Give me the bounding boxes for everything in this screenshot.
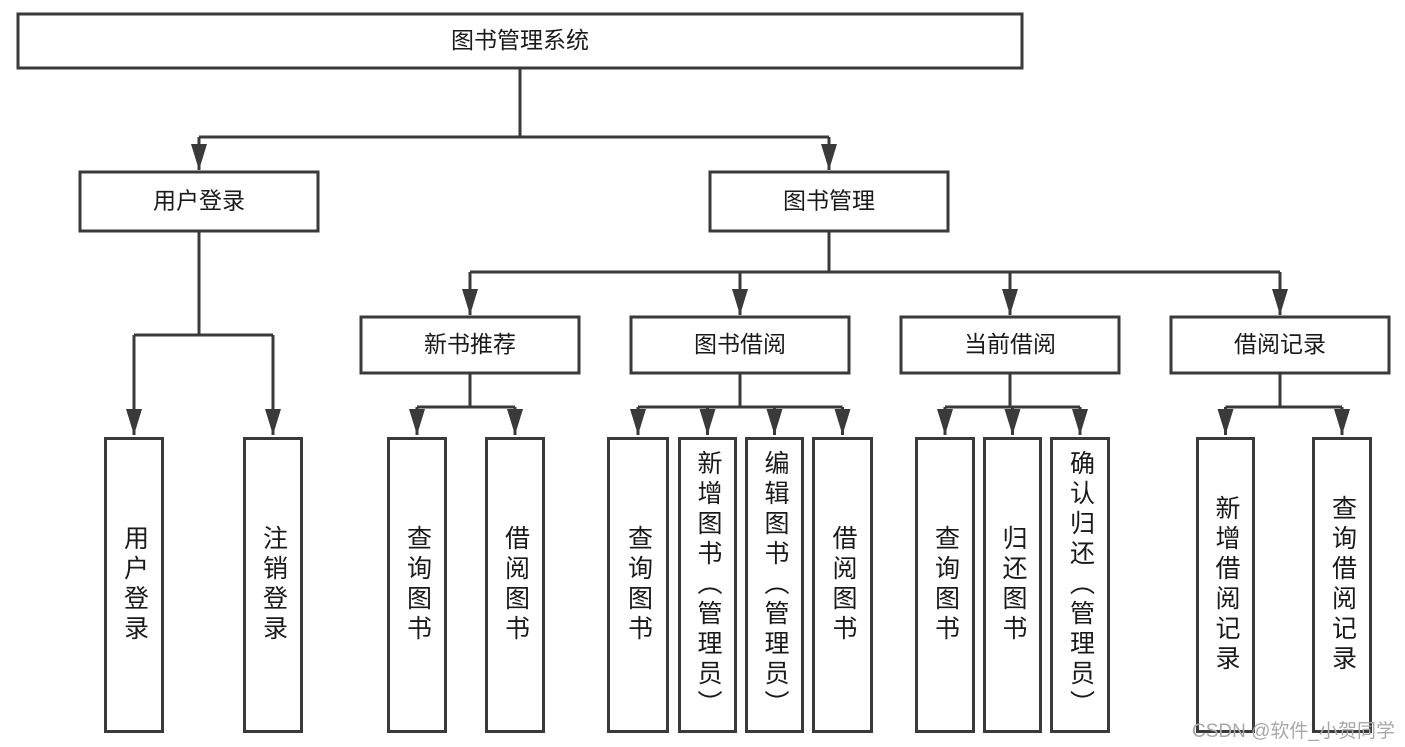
arrow-head-icon [265,409,281,435]
leaf-node-label: 新增借阅记录 [1212,495,1240,675]
arrow-head-icon [1272,289,1288,315]
leaf-node-10[interactable]: 确认归还（管理员） [1050,437,1110,733]
leaf-node-11[interactable]: 新增借阅记录 [1196,437,1255,733]
leaf-node-0[interactable]: 用户登录 [104,437,164,733]
leaf-node-9[interactable]: 归还图书 [983,437,1042,733]
node-box [1169,315,1391,375]
node-box [708,170,950,233]
node-label: 当前借阅 [964,331,1056,357]
arrow-head-icon [699,409,716,435]
node-box [78,170,320,233]
arrow-head-icon [766,409,783,435]
node-box [16,12,1024,70]
arrow-head-icon [821,144,837,170]
leaf-node-label: 查询借阅记录 [1328,495,1357,675]
level2-node-1[interactable]: 图书管理 [708,170,950,233]
leaf-node-4[interactable]: 查询图书 [607,437,669,733]
leaf-node-label: 借阅图书 [501,525,530,645]
node-label: 图书借阅 [694,331,786,357]
arrow-head-icon [1002,289,1018,315]
level3-node-1[interactable]: 图书借阅 [629,315,851,375]
node-label: 图书管理系统 [451,27,589,53]
leaf-node-3[interactable]: 借阅图书 [485,437,545,733]
arrow-head-icon [834,409,851,435]
leaf-node-6[interactable]: 编辑图书（管理员） [745,437,804,733]
level3-node-2[interactable]: 当前借阅 [899,315,1121,375]
leaf-node-label: 查询图书 [403,525,432,645]
leaf-node-label: 新增图书（管理员） [694,450,722,720]
leaf-node-8[interactable]: 查询图书 [915,437,975,733]
arrow-head-icon [1217,409,1234,435]
arrow-head-icon [507,409,523,435]
arrow-head-icon [1004,409,1021,435]
root-node[interactable]: 图书管理系统 [16,12,1024,70]
node-label: 借阅记录 [1234,331,1326,357]
leaf-node-label: 确认归还（管理员） [1066,450,1095,720]
arrow-head-icon [1072,409,1088,435]
arrow-head-icon [462,289,478,315]
node-box [629,315,851,375]
connector-layer [126,68,1350,435]
level3-node-3[interactable]: 借阅记录 [1169,315,1391,375]
leaf-node-7[interactable]: 借阅图书 [812,437,873,733]
leaf-node-5[interactable]: 新增图书（管理员） [678,437,737,733]
leaf-node-2[interactable]: 查询图书 [387,437,447,733]
arrow-head-icon [732,289,748,315]
leaf-node-label: 查询图书 [624,525,653,645]
arrow-head-icon [1334,409,1350,435]
leaf-node-label: 用户登录 [120,525,149,645]
leaf-node-label: 归还图书 [999,525,1027,645]
node-box [359,315,581,375]
arrow-head-icon [630,409,646,435]
level2-node-0[interactable]: 用户登录 [78,170,320,233]
leaf-node-12[interactable]: 查询借阅记录 [1312,437,1372,733]
node-label: 图书管理 [783,188,875,214]
level3-node-0[interactable]: 新书推荐 [359,315,581,375]
node-label: 新书推荐 [424,331,516,357]
arrow-head-icon [191,144,207,170]
leaf-node-label: 借阅图书 [829,525,857,645]
leaf-node-label: 注销登录 [259,525,288,645]
arrow-head-icon [126,409,142,435]
arrow-head-icon [409,409,425,435]
leaf-node-label: 编辑图书（管理员） [761,450,789,720]
leaf-node-1[interactable]: 注销登录 [243,437,303,733]
arrow-head-icon [937,409,953,435]
node-label: 用户登录 [153,188,245,214]
node-box [899,315,1121,375]
leaf-node-label: 查询图书 [931,525,960,645]
